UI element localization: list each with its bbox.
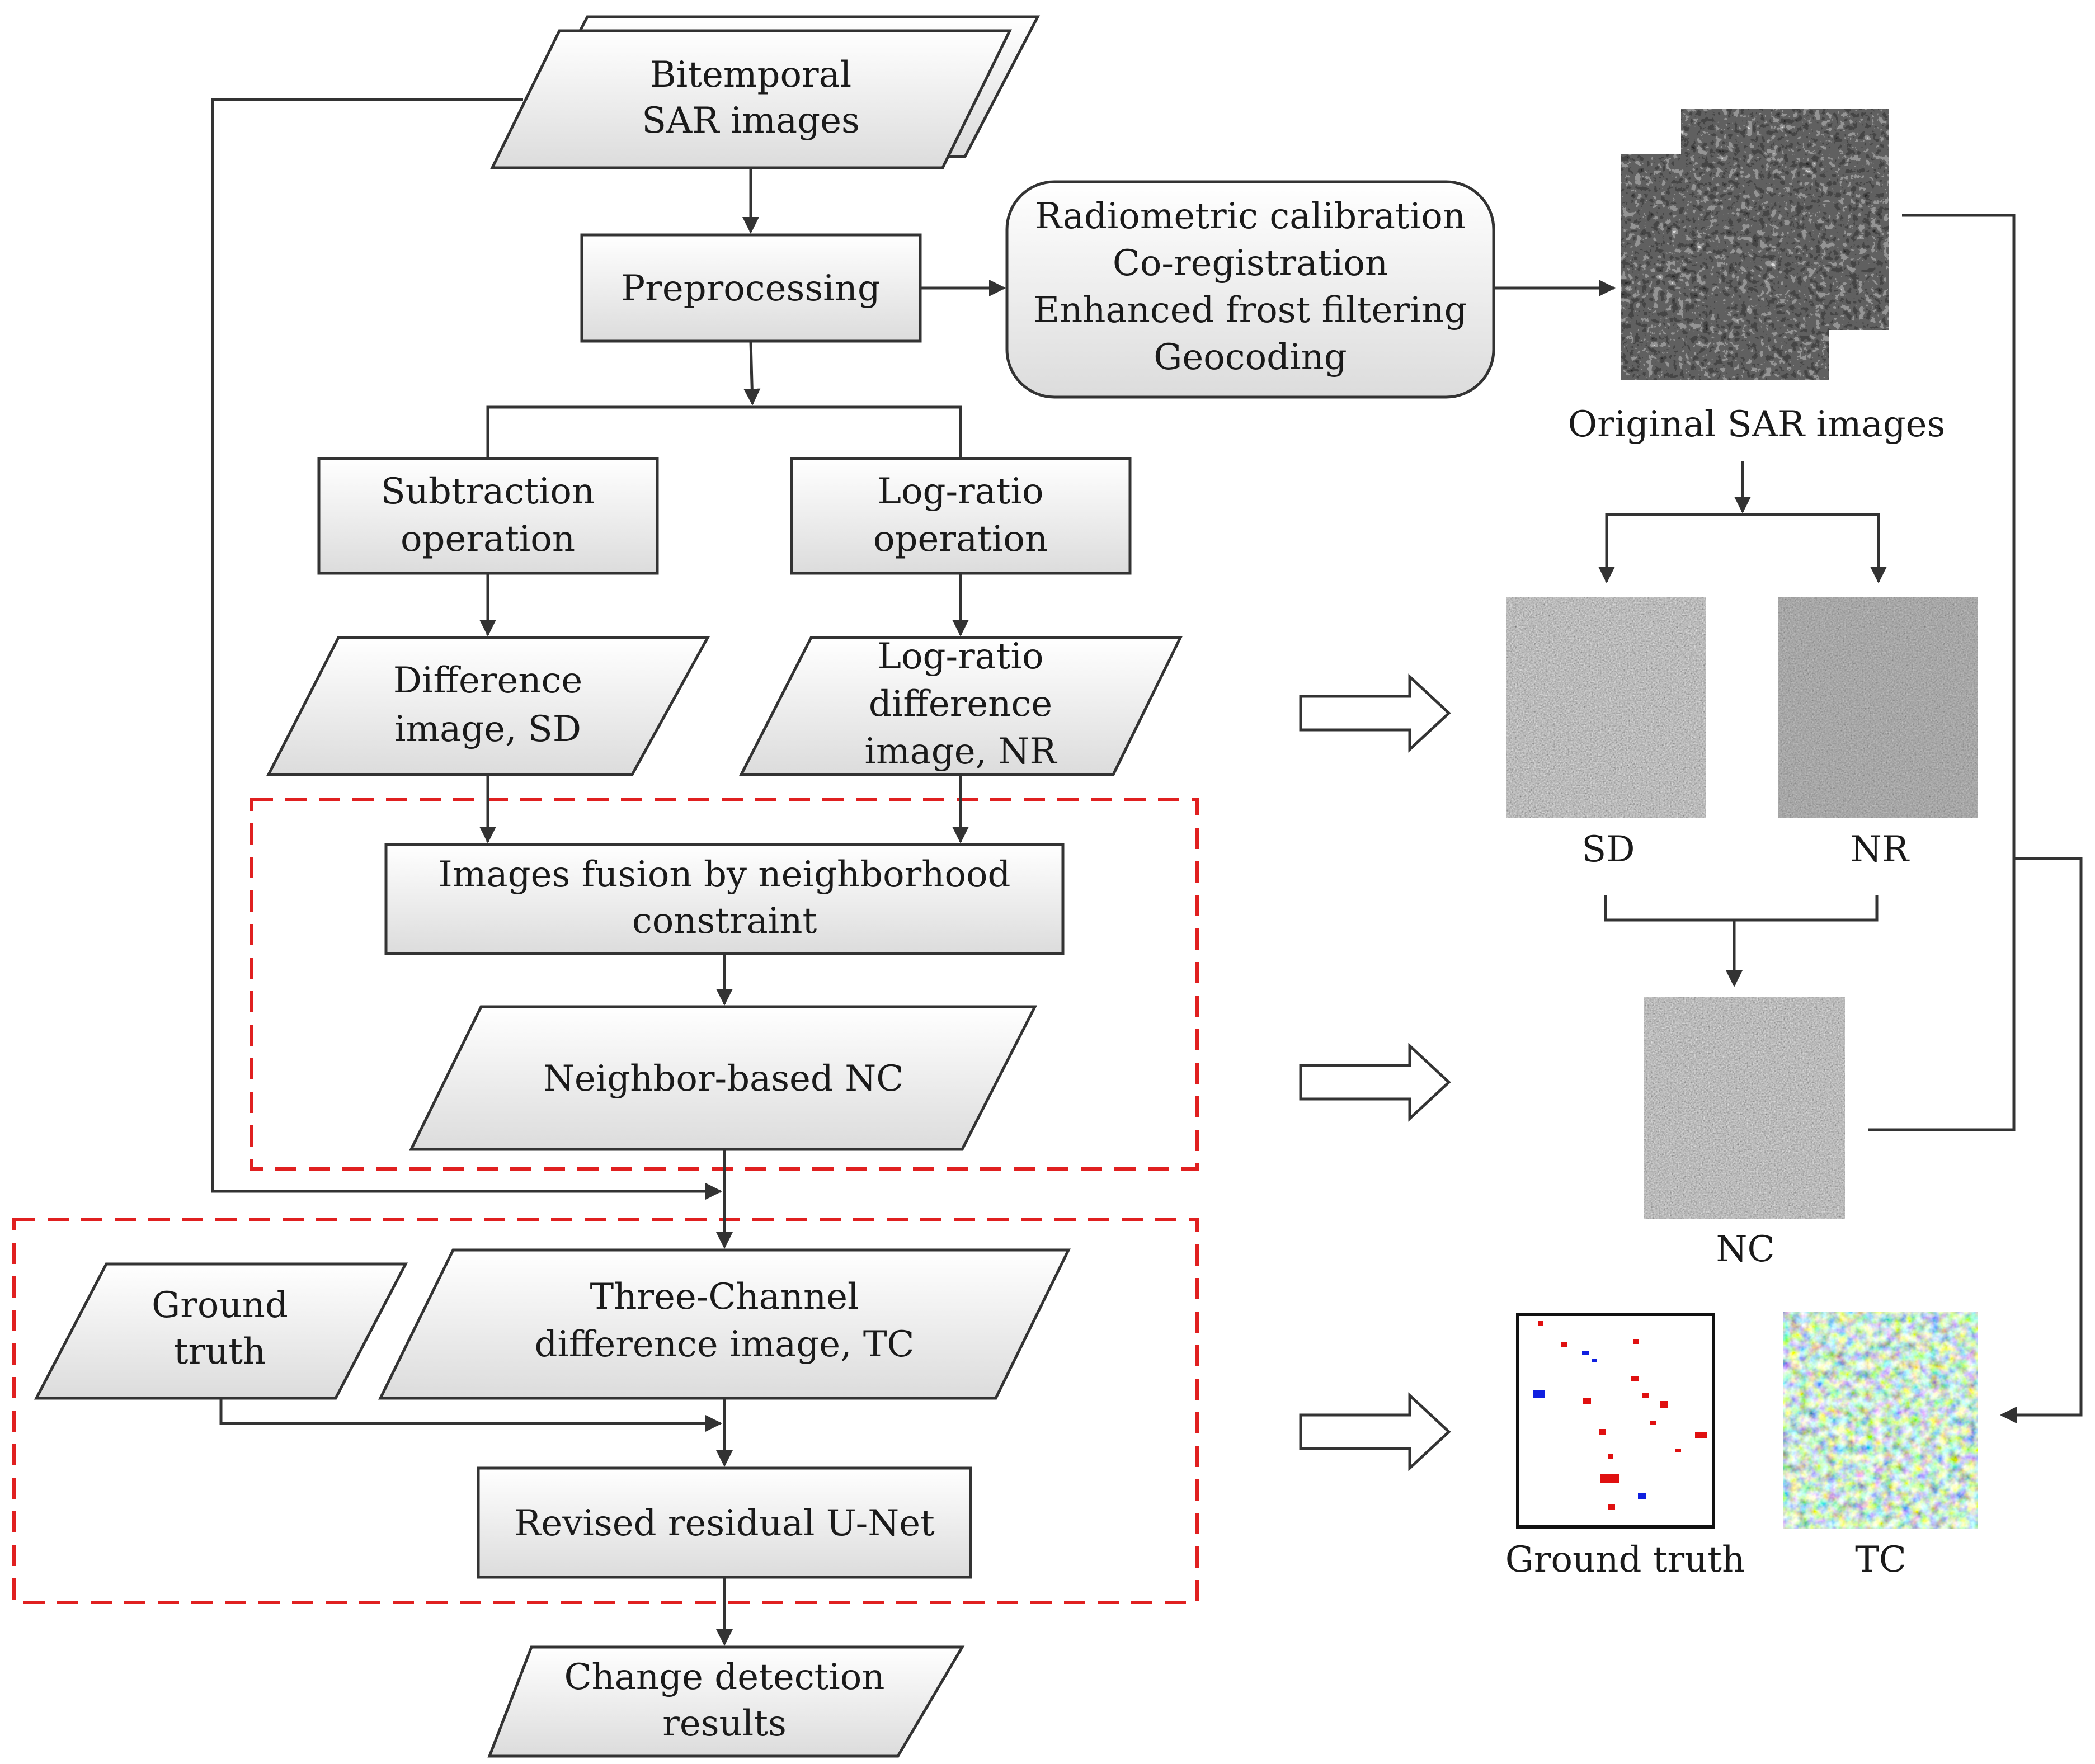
three-channel-node: Three-Channel difference image, TC bbox=[378, 1248, 1071, 1400]
logratio-nr-line-0: Log-ratio bbox=[877, 636, 1043, 677]
hollow-arrow-sd-nr bbox=[1299, 673, 1451, 753]
changed-regions-blue bbox=[1533, 1351, 1646, 1499]
bitemporal-line-0: Bitemporal bbox=[650, 54, 852, 96]
hollow-arrow-gt-tc bbox=[1299, 1392, 1451, 1471]
tc-caption: TC bbox=[1855, 1539, 1906, 1581]
changed-regions-red bbox=[1538, 1321, 1707, 1510]
preproc-step-2: Enhanced frost filtering bbox=[1033, 290, 1467, 331]
preproc-step-0: Radiometric calibration bbox=[1035, 196, 1466, 237]
neighbor-nc-node: Neighbor-based NC bbox=[408, 1005, 1038, 1151]
subtraction-line-0: Subtraction bbox=[381, 471, 595, 512]
ground-truth-node: Ground truth bbox=[34, 1262, 408, 1400]
difference-sd-line-1: image, SD bbox=[394, 709, 581, 750]
preprocessing-steps-node: Radiometric calibration Co-registration … bbox=[1005, 180, 1495, 399]
tc-image bbox=[1783, 1312, 1978, 1529]
left-connectors bbox=[211, 98, 1006, 1646]
unet-node: Revised residual U-Net bbox=[477, 1466, 972, 1579]
results-line-0: Change detection bbox=[564, 1657, 885, 1698]
tc-line-0: Three-Channel bbox=[590, 1276, 859, 1318]
tc-line-1: difference image, TC bbox=[534, 1324, 914, 1365]
original-sar-caption: Original SAR images bbox=[1568, 404, 1946, 445]
results-line-1: results bbox=[662, 1703, 787, 1744]
sar-image-front bbox=[1621, 154, 1829, 380]
sd-caption: SD bbox=[1581, 829, 1635, 870]
logratio-op-line-1: operation bbox=[873, 518, 1048, 560]
nc-image bbox=[1644, 997, 1845, 1219]
logratio-nr-line-1: difference bbox=[869, 683, 1052, 725]
ground-truth-line-0: Ground bbox=[152, 1285, 288, 1326]
nr-caption: NR bbox=[1851, 829, 1910, 870]
ground-truth-line-1: truth bbox=[174, 1331, 266, 1372]
preprocessing-label: Preprocessing bbox=[621, 268, 881, 309]
logratio-nr-node: Log-ratio difference image, NR bbox=[738, 636, 1183, 776]
logratio-nr-line-2: image, NR bbox=[864, 731, 1057, 772]
neighbor-nc-label: Neighbor-based NC bbox=[543, 1058, 903, 1100]
nr-image bbox=[1778, 597, 1978, 818]
right-bypass-connectors bbox=[1868, 214, 2083, 1423]
logratio-op-line-0: Log-ratio bbox=[877, 471, 1043, 512]
preprocessing-node: Preprocessing bbox=[580, 233, 922, 343]
ground-truth-caption: Ground truth bbox=[1505, 1539, 1745, 1581]
results-node: Change detection results bbox=[487, 1645, 965, 1758]
bitemporal-line-1: SAR images bbox=[642, 100, 860, 142]
images-fusion-node: Images fusion by neighborhood constraint bbox=[384, 843, 1065, 955]
sd-image bbox=[1506, 597, 1706, 818]
sd-nr-to-nc-connectors bbox=[1604, 895, 1879, 987]
difference-sd-line-0: Difference bbox=[393, 660, 583, 701]
ground-truth-image bbox=[1516, 1313, 1715, 1529]
logratio-operation-node: Log-ratio operation bbox=[790, 457, 1132, 575]
preproc-step-1: Co-registration bbox=[1113, 243, 1388, 284]
nc-caption: NC bbox=[1716, 1229, 1775, 1270]
subtraction-node: Subtraction operation bbox=[317, 457, 659, 575]
unet-label: Revised residual U-Net bbox=[514, 1503, 935, 1544]
original-sar-images bbox=[1621, 109, 1889, 380]
hollow-arrow-nc bbox=[1299, 1043, 1451, 1122]
bitemporal-sar-node: Bitemporal SAR images bbox=[489, 15, 1041, 169]
right-split-connectors bbox=[1598, 461, 1887, 583]
fusion-line-1: constraint bbox=[632, 900, 817, 942]
subtraction-line-1: operation bbox=[401, 518, 575, 560]
preproc-step-3: Geocoding bbox=[1154, 337, 1347, 378]
fusion-line-0: Images fusion by neighborhood bbox=[438, 854, 1010, 895]
unet-dashed-region bbox=[12, 1218, 1199, 1604]
difference-sd-node: Difference image, SD bbox=[266, 636, 710, 776]
